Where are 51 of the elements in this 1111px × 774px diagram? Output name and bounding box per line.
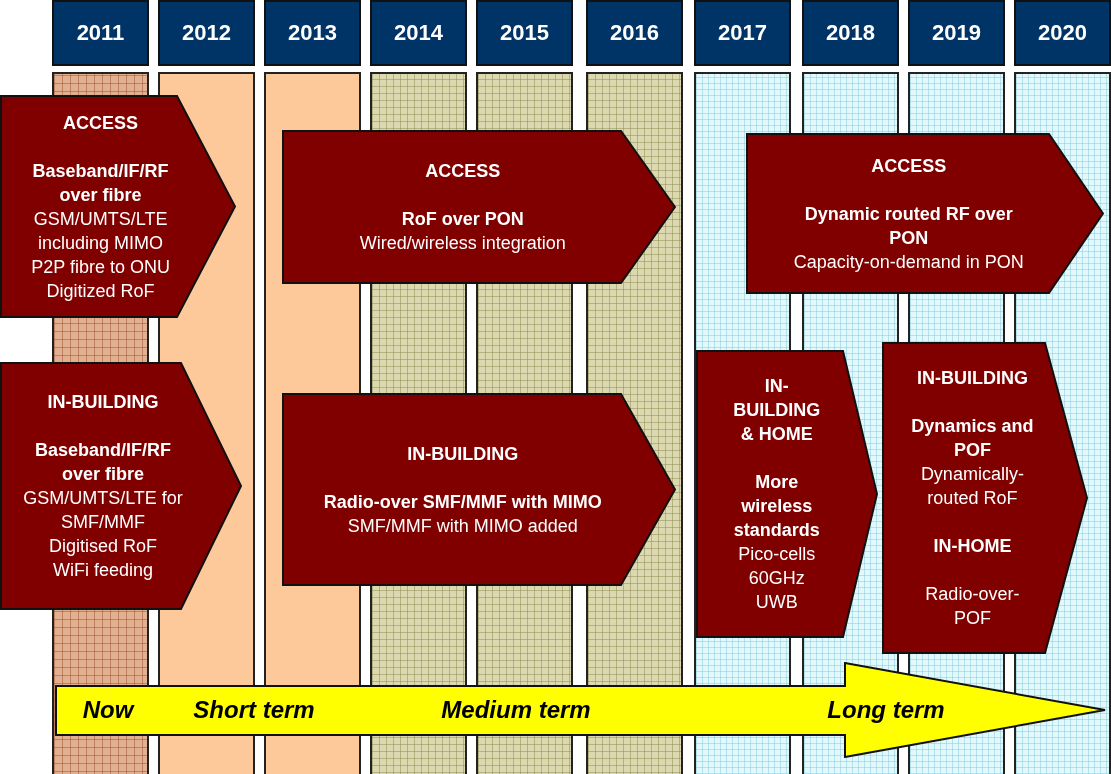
body-text: Wired/wireless integration [359, 232, 566, 255]
chevron-box [0, 95, 236, 318]
body-text: UWB [755, 591, 798, 614]
stage-label: Now [82, 696, 134, 724]
heading-text: Baseband/IF/RF over fibre [34, 439, 172, 486]
body-text: Digitised RoF [48, 535, 157, 558]
body-text: Radio-over-POF [924, 583, 1021, 630]
chevron-box [882, 342, 1088, 654]
year-header: 2018 [802, 0, 899, 66]
heading-text: More wireless standards [732, 471, 821, 542]
body-text: WiFi feeding [52, 559, 153, 582]
heading-text: ACCESS [63, 111, 139, 135]
body-text: 60GHz [748, 567, 805, 590]
heading-text: Radio-over SMF/MMF with MIMO [323, 490, 602, 514]
body-text: GSM/UMTS/LTE for SMF/MMF [22, 487, 184, 534]
body-text: Capacity-on-demand in PON [793, 250, 1024, 274]
body-text: Digitized RoF [46, 279, 155, 303]
body-text: P2P fibre to ONU [31, 255, 170, 279]
heading-text: RoF over PON [401, 208, 524, 231]
timeline-arrow [55, 662, 1107, 758]
heading-text: Dynamics and POF [910, 415, 1035, 462]
heading-text: IN-BUILDING & HOME [732, 375, 822, 446]
chevron-box [282, 130, 676, 284]
chevron-box [746, 133, 1104, 294]
year-header: 2013 [264, 0, 361, 66]
body-text: SMF/MMF with MIMO added [347, 514, 578, 538]
body-text: Dynamically-routed RoF [919, 463, 1025, 510]
heading-text: ACCESS [425, 160, 501, 183]
year-header: 2020 [1014, 0, 1111, 66]
heading-text: Baseband/IF/RF over fibre [31, 159, 170, 207]
body-text: GSM/UMTS/LTE including MIMO [32, 207, 169, 255]
heading-text: IN-BUILDING [407, 442, 519, 466]
chevron-box [696, 350, 878, 638]
chevron-box [282, 393, 676, 586]
year-header: 2011 [52, 0, 149, 66]
chevron-box [0, 362, 242, 610]
year-header: 2016 [586, 0, 683, 66]
year-header: 2019 [908, 0, 1005, 66]
heading-text: ACCESS [871, 154, 947, 178]
heading-text: Dynamic routed RF over PON [803, 202, 1014, 250]
year-header: 2017 [694, 0, 791, 66]
stage-label: Short term [193, 696, 315, 724]
heading-text: IN-BUILDING [47, 391, 159, 414]
heading-text: IN-BUILDING [916, 367, 1028, 390]
stage-label: Long term [827, 696, 945, 724]
year-header: 2015 [476, 0, 573, 66]
stage-label: Medium term [441, 696, 591, 724]
year-header: 2012 [158, 0, 255, 66]
heading-text: IN-HOME [933, 535, 1012, 558]
year-header: 2014 [370, 0, 467, 66]
body-text: Pico-cells [738, 543, 816, 566]
